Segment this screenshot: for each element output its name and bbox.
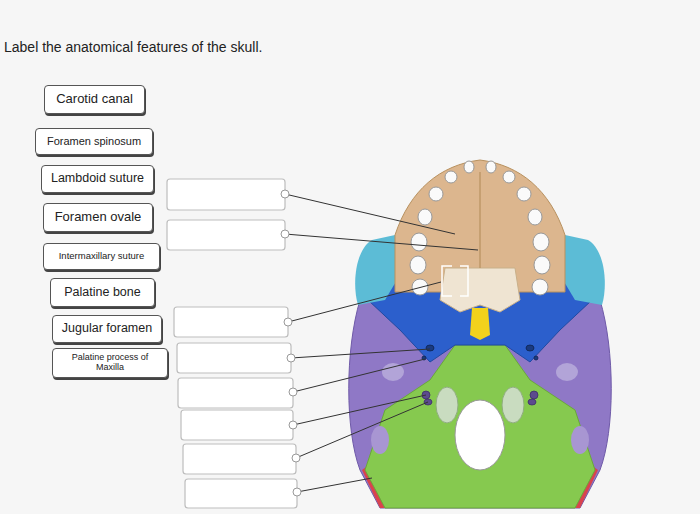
tooth	[418, 209, 432, 225]
answer-box	[183, 444, 296, 474]
answer-box	[177, 343, 291, 373]
tooth	[517, 187, 531, 201]
foramen	[426, 345, 434, 351]
connector-dot	[289, 421, 297, 429]
leader-line	[297, 478, 372, 492]
connector-dot	[289, 388, 297, 396]
answer-box	[181, 410, 293, 440]
tooth	[410, 256, 426, 274]
occipital-condyle	[502, 387, 524, 423]
mandibular-fossa	[382, 363, 404, 381]
label-text: Palatine bone	[64, 286, 140, 300]
page-title: Label the anatomical features of the sku…	[4, 39, 262, 55]
answer-box	[178, 378, 293, 408]
leader-line	[293, 359, 425, 392]
tooth	[503, 171, 515, 183]
label-text: Carotid canal	[56, 92, 133, 106]
foramen	[526, 345, 534, 351]
answer-box	[167, 220, 285, 250]
label-text: Jugular foramen	[62, 322, 152, 336]
tooth	[429, 187, 443, 201]
tooth	[528, 209, 542, 225]
mastoid-process	[571, 426, 589, 454]
answer-box	[167, 179, 285, 210]
label-text: Palatine process of Maxilla	[59, 353, 161, 373]
zygomatic-bone	[560, 235, 605, 305]
tooth	[411, 233, 427, 251]
connector-dot	[293, 488, 301, 496]
palatine-bone	[440, 268, 520, 312]
tooth	[445, 171, 457, 183]
leader-line	[285, 194, 455, 234]
mastoid-process	[371, 426, 389, 454]
leader-line	[291, 349, 430, 358]
answer-box	[185, 479, 297, 508]
intermaxillary-suture	[479, 172, 480, 268]
leader-line	[296, 402, 428, 458]
foramen-magnum	[455, 400, 505, 470]
connector-dot	[281, 190, 289, 198]
word-bank-box: Carotid canal	[44, 85, 145, 114]
connector-dot	[292, 454, 300, 462]
tooth	[534, 256, 550, 274]
leader-line	[293, 395, 426, 425]
occipital-condyle	[436, 387, 458, 423]
tooth	[532, 279, 548, 295]
word-bank-box: Lambdoid suture	[41, 165, 154, 193]
vomer	[470, 308, 490, 340]
mandibular-fossa	[556, 363, 578, 381]
label-text: Intermaxillary suture	[59, 251, 145, 261]
word-bank-box: Intermaxillary suture	[43, 243, 160, 270]
word-bank-box: Foramen spinosum	[35, 128, 153, 155]
foramen	[530, 391, 538, 399]
tooth	[464, 161, 474, 173]
tooth	[533, 233, 549, 251]
label-text: Foramen spinosum	[47, 135, 141, 147]
word-bank-box: Jugular foramen	[52, 315, 162, 343]
connector-dot	[287, 354, 295, 362]
tooth	[486, 161, 496, 173]
foramen	[528, 399, 536, 405]
answer-box	[174, 307, 288, 337]
label-text: Foramen ovale	[55, 210, 142, 224]
label-text: Lambdoid suture	[51, 172, 144, 186]
leader-line	[285, 234, 478, 250]
occipital-bone	[365, 345, 595, 508]
bracket	[442, 266, 468, 296]
word-bank-box: Palatine process of Maxilla	[52, 348, 168, 378]
connector-dot	[284, 318, 292, 326]
connector-dot	[281, 230, 289, 238]
leader-line	[288, 282, 441, 322]
word-bank-box: Foramen ovale	[43, 203, 153, 232]
foramen	[534, 356, 538, 360]
word-bank-box: Palatine bone	[50, 278, 155, 307]
